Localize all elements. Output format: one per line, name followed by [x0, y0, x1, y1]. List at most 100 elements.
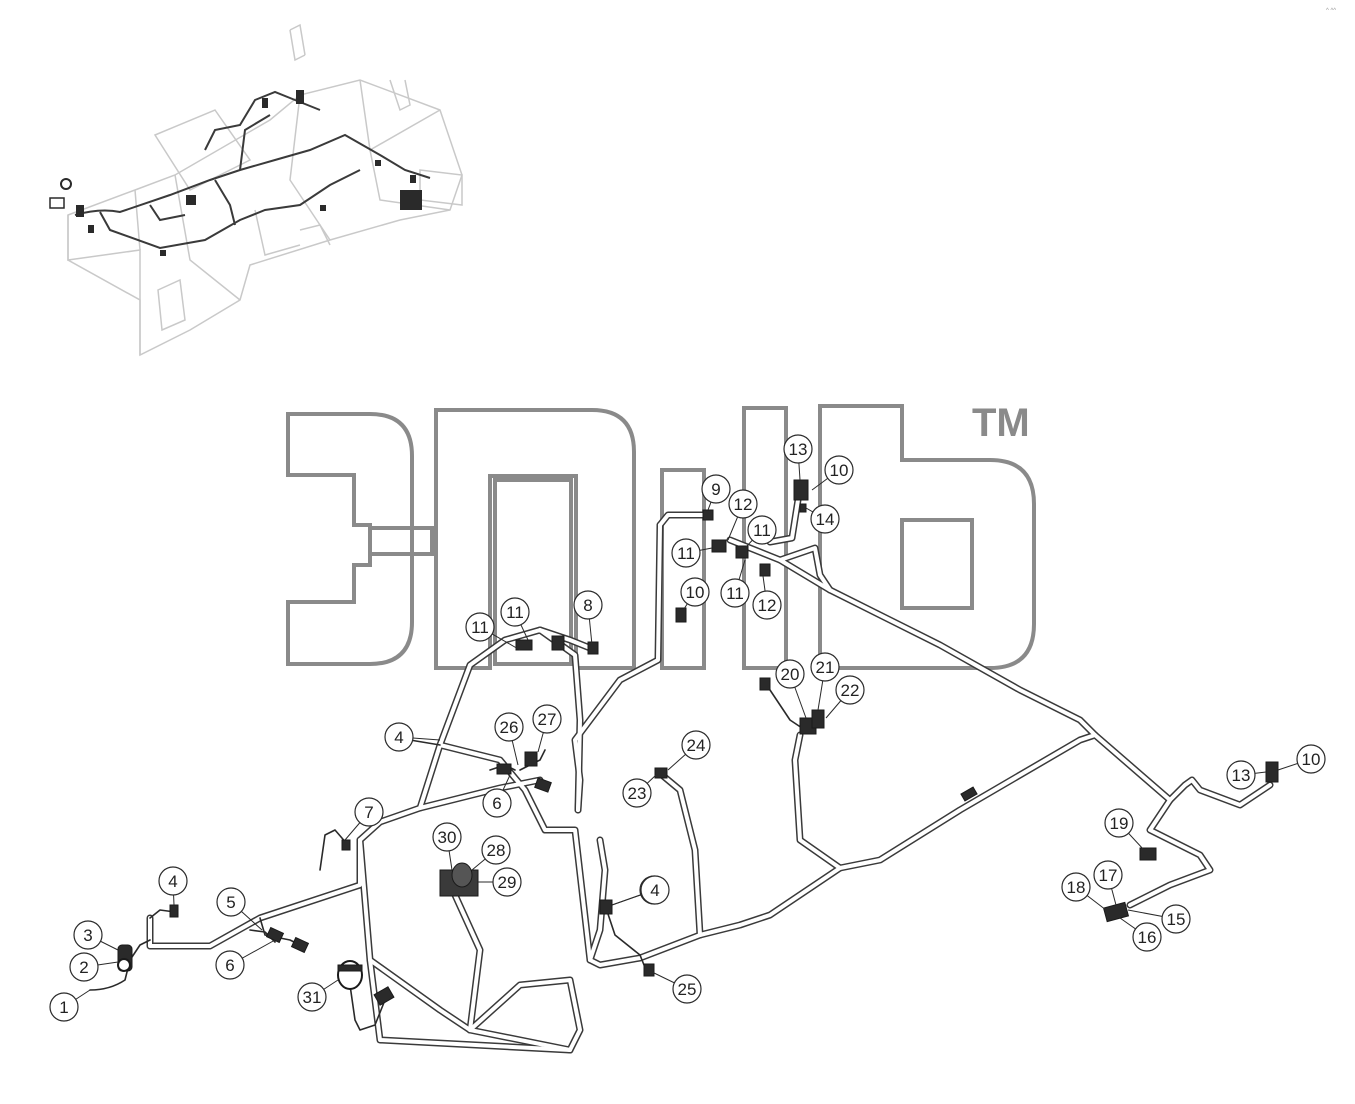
callout-circle — [728, 489, 758, 519]
callout-circle — [783, 434, 813, 464]
callout-circle — [701, 474, 731, 504]
callout-circle — [1104, 808, 1134, 838]
callout-label: 11 — [471, 618, 489, 637]
callout-circle — [215, 950, 245, 980]
callout-23: 23 — [622, 774, 657, 808]
callout-circle — [158, 866, 188, 896]
callout-label: 22 — [841, 681, 860, 700]
callout-6: 6 — [215, 939, 276, 980]
callout-label: 27 — [538, 710, 557, 729]
callout-label: 28 — [487, 841, 506, 860]
callout-29: 29 — [478, 867, 522, 897]
callout-11: 11 — [720, 559, 750, 608]
callout-label: 6 — [225, 956, 234, 975]
overview-components — [49, 90, 422, 256]
callout-circle — [384, 722, 414, 752]
callout-label: 4 — [168, 872, 177, 891]
callout-label: 11 — [506, 603, 524, 622]
callout-28: 28 — [471, 835, 511, 871]
callout-circle — [49, 992, 79, 1022]
callout-circle — [481, 835, 511, 865]
callout-circle — [752, 590, 782, 620]
callout-14: 14 — [805, 504, 840, 534]
callout-circle — [297, 982, 327, 1012]
callout-22: 22 — [825, 675, 865, 719]
callout-circle — [573, 590, 603, 620]
callout-label: 17 — [1099, 866, 1118, 885]
callout-circle — [1132, 922, 1162, 952]
callout-31: 31 — [297, 979, 339, 1012]
callout-label: 20 — [781, 665, 800, 684]
callout-19: 19 — [1104, 808, 1145, 851]
main-harness — [89, 496, 1274, 1054]
callout-label: 11 — [753, 521, 771, 540]
callout-label: 8 — [583, 596, 592, 615]
callout-label: 5 — [226, 893, 235, 912]
corner-mark: ^ ^^ — [1326, 8, 1336, 14]
callout-label: 10 — [1302, 750, 1321, 769]
callout-12: 12 — [727, 489, 758, 541]
callout-label: 4 — [650, 881, 659, 900]
callout-circle — [810, 504, 840, 534]
callout-13: 13 — [1226, 760, 1267, 790]
callout-label: 15 — [1167, 910, 1186, 929]
callout-circle — [500, 597, 530, 627]
trademark-mark: TM — [972, 401, 1030, 445]
callout-label: 6 — [492, 794, 501, 813]
callout-label: 23 — [628, 784, 647, 803]
callout-4: 4 — [384, 722, 441, 752]
callout-label: 3 — [83, 926, 92, 945]
callout-1: 1 — [49, 989, 91, 1022]
callout-11: 11 — [671, 538, 713, 568]
callout-circle — [775, 659, 805, 689]
callout-circle — [216, 887, 246, 917]
callout-3: 3 — [73, 920, 119, 951]
callout-21: 21 — [810, 652, 840, 711]
callout-label: 19 — [1110, 814, 1129, 833]
callout-11: 11 — [744, 515, 777, 549]
callout-label: 11 — [677, 544, 695, 563]
callout-label: 24 — [687, 736, 706, 755]
callout-circle — [720, 578, 750, 608]
connectors — [117, 479, 1279, 1006]
callout-label: 9 — [711, 480, 720, 499]
callout-13: 13 — [783, 434, 813, 481]
callout-label: 29 — [498, 873, 517, 892]
callout-25: 25 — [651, 971, 702, 1004]
callout-20: 20 — [775, 659, 807, 719]
callout-circle — [1226, 760, 1256, 790]
callout-group: 1234564764111182627302829312324425109121… — [49, 434, 1326, 1022]
callout-5: 5 — [216, 887, 263, 931]
callout-circle — [622, 778, 652, 808]
callout-circle — [482, 788, 512, 818]
callout-label: 10 — [686, 583, 705, 602]
callout-circle — [824, 455, 854, 485]
callout-circle — [681, 730, 711, 760]
callout-4: 4 — [611, 875, 670, 906]
callout-label: 2 — [79, 958, 88, 977]
callout-circle — [73, 920, 103, 950]
callout-label: 13 — [1232, 766, 1251, 785]
callout-circle — [1093, 860, 1123, 890]
callout-8: 8 — [573, 590, 603, 646]
callout-11: 11 — [500, 597, 530, 641]
callout-10: 10 — [1277, 744, 1326, 774]
callout-30: 30 — [432, 822, 462, 871]
callout-24: 24 — [667, 730, 711, 771]
callout-circle — [671, 538, 701, 568]
callout-9: 9 — [701, 474, 731, 511]
callout-circle — [494, 712, 524, 742]
callout-circle — [1161, 904, 1191, 934]
callout-circle — [532, 704, 562, 734]
callout-label: 14 — [816, 510, 835, 529]
callout-circle — [492, 867, 522, 897]
watermark-logo — [286, 404, 1036, 670]
callout-circle — [1061, 872, 1091, 902]
callout-10: 10 — [811, 455, 854, 491]
callout-11: 11 — [465, 612, 521, 651]
callout-6: 6 — [482, 774, 512, 818]
callout-circle — [810, 652, 840, 682]
callout-label: 21 — [816, 658, 835, 677]
callout-label: 13 — [789, 440, 808, 459]
